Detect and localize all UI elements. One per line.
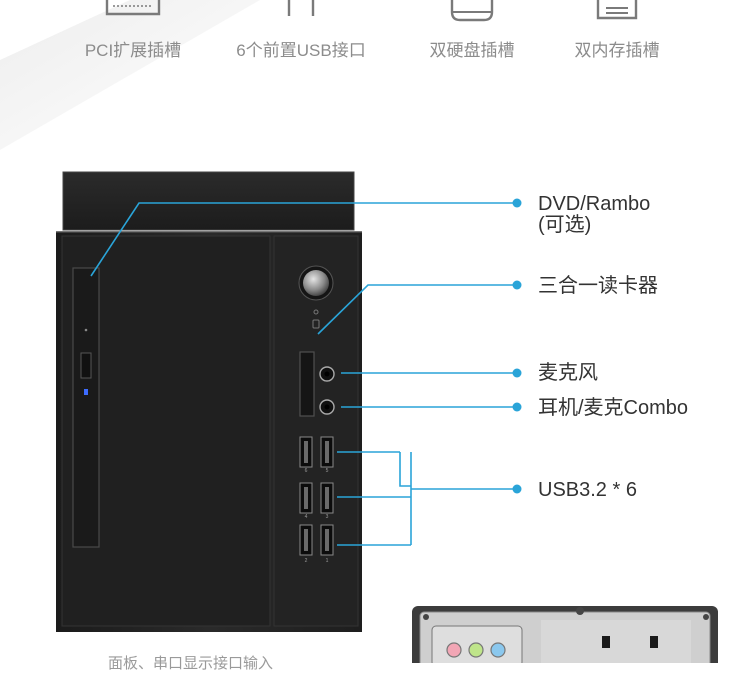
feature-label-hdd: 双硬盘插槽 [429,41,515,60]
feature-label-memory: 双内存插槽 [574,41,660,60]
usb-port-icon [287,0,315,16]
callout-dvd-optional: (可选) [538,214,592,236]
feature-label-usb: 6个前置USB接口 [236,41,366,60]
usb-port-number: 4 [305,514,308,520]
callout-card-reader: 三合一读卡器 [538,275,658,297]
callout-usb: USB3.2 * 6 [538,479,637,501]
feature-label-pci: PCI扩展插槽 [84,41,182,60]
usb-port-number: 6 [305,468,308,474]
pci-slot-icon [105,0,161,16]
callout-dvd: DVD/Rambo [538,193,651,215]
usb-port-number: 2 [305,558,308,564]
usb-port-number: 5 [326,468,329,474]
memory-icon [596,0,638,20]
callout-mic: 麦克风 [538,362,598,384]
hard-drive-icon [450,0,494,22]
usb-port-number: 1 [326,558,329,564]
usb-port-number: 3 [326,514,329,520]
callout-headset-combo: 耳机/麦克Combo [538,397,689,419]
